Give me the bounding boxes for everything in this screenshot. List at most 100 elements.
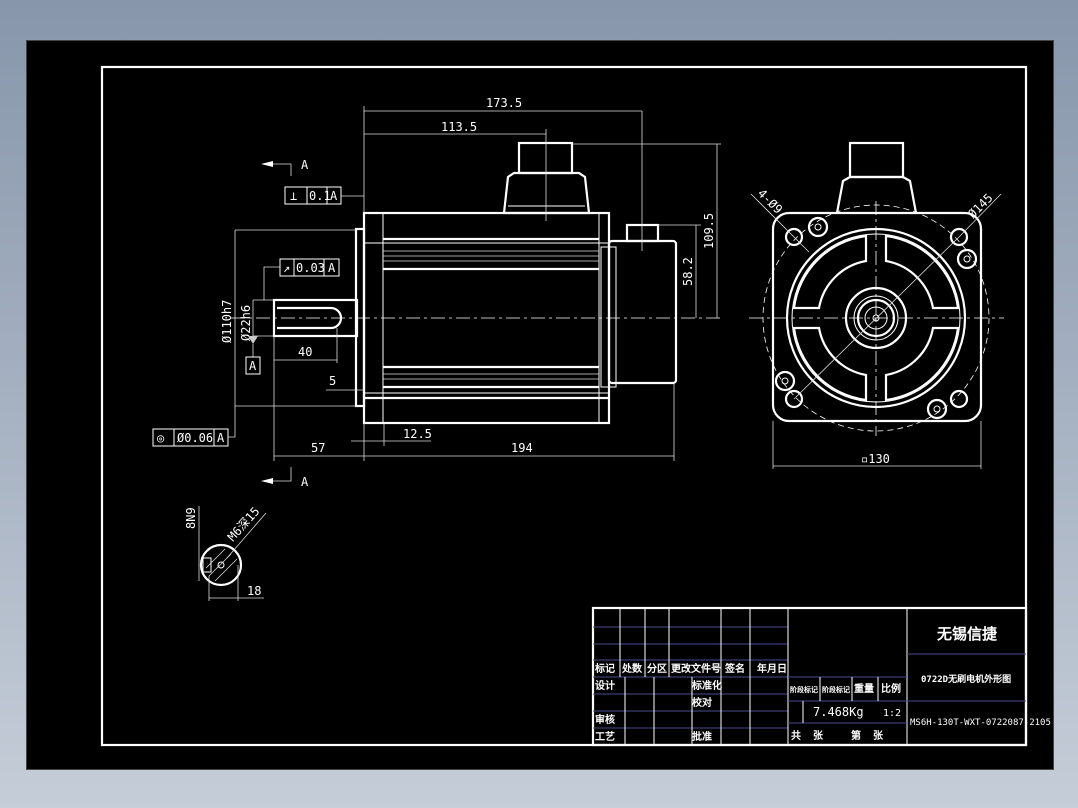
role-process: 工艺: [595, 730, 615, 743]
drawing-label: A: [217, 431, 225, 445]
company-name: 无锡信捷: [936, 625, 998, 643]
flange-square: [771, 211, 983, 423]
drawing-line: [245, 356, 261, 375]
dim-12-5: 12.5: [403, 427, 432, 441]
drawing-line: [848, 141, 905, 179]
sheets-total: 共 张: [791, 729, 824, 742]
drawing-line: [807, 216, 829, 238]
drawing-line: [261, 161, 273, 167]
drawing-line: [261, 478, 273, 484]
dim-113-5: 113.5: [441, 120, 477, 134]
cad-drawing-canvas[interactable]: 173.5 113.5 109.5 58.2 194 57 12.5 40 5 …: [26, 40, 1054, 770]
drawing-line: [835, 175, 918, 214]
shaft-section-detail: 8N9 M6深15 18: [184, 504, 267, 601]
drawing-line: [791, 233, 961, 403]
bolt-hole: [949, 227, 969, 247]
scale-label: 比例: [881, 682, 901, 695]
role-design: 设计: [595, 679, 615, 692]
drawing-line: [864, 306, 888, 330]
drawing-label: ◎: [157, 431, 164, 445]
dim-tap: M6深15: [225, 504, 263, 544]
role-approve: 批准: [692, 730, 712, 743]
drawing-line: [872, 314, 880, 322]
hdr-sign: 签名: [724, 662, 745, 675]
dim-57: 57: [311, 441, 325, 455]
drawing-line: [199, 543, 243, 587]
drawing-line: [963, 255, 971, 263]
drawing-line: [884, 234, 960, 310]
datum-a: A: [245, 336, 261, 375]
drawing-line: [785, 227, 967, 409]
drawing-line: [781, 377, 789, 385]
drawing-line: [774, 370, 796, 392]
drawing-line: [263, 163, 292, 176]
drawing-label: A: [249, 359, 257, 373]
dim-109-5: 109.5: [702, 213, 716, 249]
hdr-zone: 分区: [647, 662, 667, 675]
pcd-circle: [762, 204, 990, 432]
drawing-line: [884, 326, 960, 402]
hdr-change-doc: 更改文件号: [671, 662, 721, 675]
drawing-line: [248, 336, 258, 344]
drawing-number: MS6H-130T-WXT-0722087-2105: [910, 718, 1051, 728]
drawing-line: [853, 295, 899, 341]
drawing-line: [226, 512, 267, 559]
drawing-line: [856, 298, 896, 338]
drawing-line: [792, 234, 868, 310]
hdr-count: 处数: [621, 662, 643, 675]
drawing-line: [217, 561, 225, 569]
section-label-bottom: A: [301, 475, 309, 489]
drawing-name: 0722D无刷电机外形图: [921, 673, 1011, 685]
drawing-label: A: [330, 189, 338, 203]
dim-shaft-dia: Ø22h6: [239, 305, 253, 341]
role-review: 审核: [595, 713, 615, 726]
scale-value: 1:2: [883, 708, 901, 719]
encoder-connector: [625, 223, 660, 243]
drawing-line: [263, 266, 280, 300]
drawing-line: [228, 406, 236, 438]
fcf-perpendicularity: ⊥ 0.1 A: [284, 186, 364, 205]
shaft: [272, 298, 359, 338]
drawing-line: [205, 548, 226, 569]
cooling-slots: [792, 234, 960, 402]
drawing-line: [956, 248, 978, 270]
drawing-svg: 173.5 113.5 109.5 58.2 194 57 12.5 40 5 …: [100, 65, 1051, 747]
drawing-line: [202, 557, 212, 573]
bolt-hole: [784, 389, 804, 409]
side-dimensions: 173.5 113.5 109.5 58.2 194 57 12.5 40 5 …: [220, 96, 721, 461]
dim-194: 194: [511, 441, 533, 455]
title-block: 标记 处数 分区 更改文件号 签名 年月日 设计 标准化 校对 审核 工艺 批准…: [591, 606, 1051, 747]
drawing-line: [284, 186, 342, 205]
drawing-line: [958, 193, 1002, 238]
drawing-line: [750, 193, 810, 253]
bolt-hole: [949, 389, 969, 409]
dim-pilot-dia: Ø110h7: [220, 300, 234, 343]
dim-40: 40: [298, 345, 312, 359]
drawing-label: ↗: [283, 261, 290, 275]
drawing-label: 0.1: [309, 189, 331, 203]
dim-173-5: 173.5: [486, 96, 522, 110]
fcf-concentricity: ◎ Ø0.06 A: [152, 406, 236, 447]
sheet-no: 第 张: [851, 729, 884, 742]
drawing-label: 0.03: [296, 261, 325, 275]
drawing-label: A: [328, 261, 336, 275]
dim-square: ▫130: [861, 452, 890, 466]
drawing-line: [279, 258, 340, 277]
dim-bolt-holes: 4-Ø9: [755, 186, 785, 216]
power-connector: [502, 171, 591, 215]
drawing-line: [926, 398, 948, 420]
encoder-housing: [607, 239, 678, 385]
hdr-date: 年月日: [757, 662, 787, 675]
bolt-hole: [784, 227, 804, 247]
role-check: 校对: [692, 696, 712, 709]
dim-key-depth: 18: [247, 584, 261, 598]
drawing-line: [933, 405, 941, 413]
drawing-label: ⊥: [290, 189, 297, 203]
weight-value: 7.468Kg: [813, 705, 864, 719]
drawing-line: [792, 326, 868, 402]
stage-mark-1: 阶段标记: [790, 685, 818, 694]
drawing-line: [844, 286, 908, 350]
dim-pcd: Ø145: [965, 191, 995, 221]
keyway: [277, 306, 343, 330]
role-standardize: 标准化: [691, 679, 722, 692]
